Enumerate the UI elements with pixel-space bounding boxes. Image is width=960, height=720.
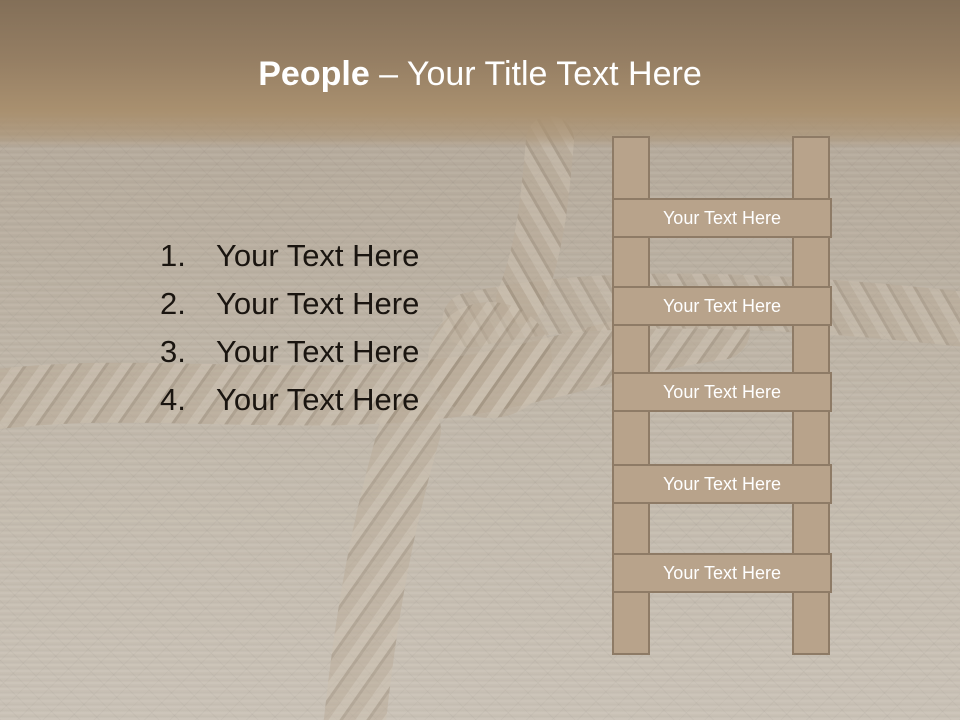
- list-item-number: 3.: [160, 334, 186, 369]
- ladder-rung-3[interactable]: Your Text Here: [612, 372, 832, 412]
- list-item[interactable]: 3. Your Text Here: [160, 328, 560, 376]
- list-item-text: Your Text Here: [216, 238, 420, 273]
- list-item-text: Your Text Here: [216, 334, 420, 369]
- list-item-text: Your Text Here: [216, 286, 420, 321]
- ladder-rung-5[interactable]: Your Text Here: [612, 553, 832, 593]
- title-band: [0, 0, 960, 148]
- list-item-text: Your Text Here: [216, 382, 420, 417]
- title-bold: People: [258, 55, 370, 93]
- list-item[interactable]: 2. Your Text Here: [160, 280, 560, 328]
- list-item-number: 2.: [160, 286, 186, 321]
- ladder-rung-4[interactable]: Your Text Here: [612, 464, 832, 504]
- ladder-rung-1[interactable]: Your Text Here: [612, 198, 832, 238]
- ladder-rung-2[interactable]: Your Text Here: [612, 286, 832, 326]
- list-item[interactable]: 1. Your Text Here: [160, 232, 560, 280]
- list-item[interactable]: 4. Your Text Here: [160, 376, 560, 424]
- list-item-number: 4.: [160, 382, 186, 417]
- list-item-number: 1.: [160, 238, 186, 273]
- slide-title[interactable]: People – Your Title Text Here: [0, 50, 960, 98]
- title-rest: – Your Title Text Here: [369, 55, 702, 93]
- numbered-list[interactable]: 1. Your Text Here 2. Your Text Here 3. Your…: [160, 232, 560, 424]
